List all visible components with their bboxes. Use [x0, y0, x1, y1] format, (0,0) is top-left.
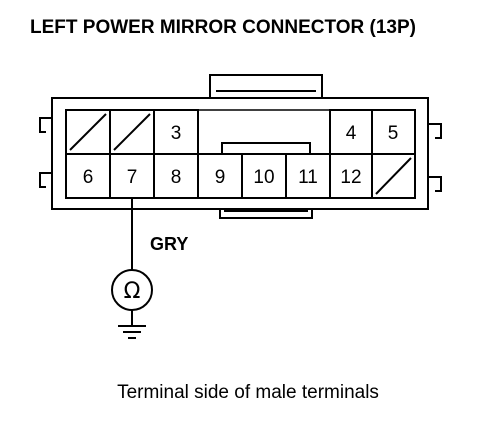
terminal-label-12: 12 [340, 167, 361, 188]
ground-icon [118, 310, 146, 339]
terminal-grid [65, 109, 416, 199]
terminal-label-6: 6 [83, 167, 94, 188]
terminal-numbers: 3 4 5 6 7 8 9 10 11 12 [83, 123, 399, 188]
terminal-label-9: 9 [215, 167, 226, 188]
wire-color-label: GRY [150, 234, 188, 254]
diagram-caption: Terminal side of male terminals [117, 382, 379, 403]
terminal-label-7: 7 [127, 167, 138, 188]
diagram-title: LEFT POWER MIRROR CONNECTOR (13P) [30, 17, 416, 38]
terminal-label-8: 8 [171, 167, 182, 188]
ohm-symbol: Ω [124, 279, 141, 304]
terminal-label-10: 10 [253, 167, 274, 188]
unused-cavity-marks [69, 113, 412, 195]
unused-slash-1 [69, 113, 107, 151]
terminal-label-4: 4 [346, 123, 357, 144]
connector-housing [39, 74, 442, 219]
unused-slash-2 [113, 113, 151, 151]
terminal-label-3: 3 [171, 123, 182, 144]
ohmmeter-icon: Ω [111, 269, 153, 311]
terminal-label-11: 11 [298, 167, 318, 188]
terminal-cell-13 [371, 153, 416, 199]
terminal-label-5: 5 [388, 123, 399, 144]
unused-slash-13 [375, 157, 412, 195]
